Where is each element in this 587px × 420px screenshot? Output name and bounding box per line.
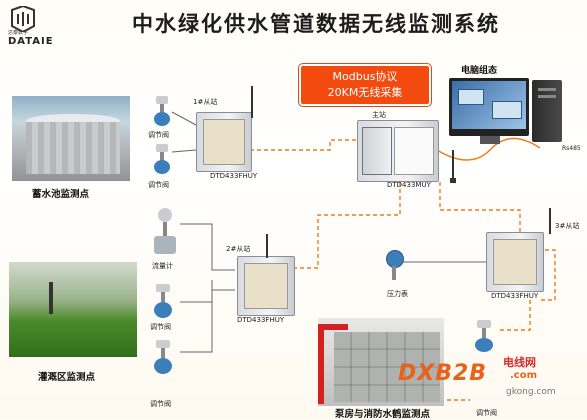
slave1-label: 1#从站 <box>193 98 218 106</box>
link-master-computer <box>436 137 541 161</box>
master-model: DTD433MUY <box>387 181 431 189</box>
irrigation-valve-2 <box>150 340 176 376</box>
logo-text: DATAIE <box>8 36 54 47</box>
master-door <box>362 127 392 175</box>
link-slave3-side <box>540 249 556 301</box>
pc-tower <box>532 80 562 142</box>
watermark-url: gkong.com <box>506 387 556 397</box>
monitor <box>449 78 529 136</box>
pool-valve-2-label: 调节阀 <box>148 181 169 189</box>
pump-tank-photo <box>318 318 444 406</box>
pressure-label: 压力表 <box>387 290 408 298</box>
slave3-antenna <box>549 208 551 234</box>
link-master-slave2 <box>294 182 401 269</box>
link-irrigation-devices <box>180 223 235 353</box>
pump-valve <box>472 320 496 354</box>
logo-tagline: 达泰数字 <box>8 30 29 36</box>
modbus-line2: 20KM无线采集 <box>327 86 403 99</box>
flowmeter-device <box>152 208 180 256</box>
pool-valve-1-label: 调节阀 <box>148 131 169 139</box>
irrigation-valve-2-label: 调节阀 <box>150 400 171 408</box>
slave3-cabinet <box>486 232 544 292</box>
slave1-cabinet <box>196 112 252 172</box>
slave2-model: DTD433FHUY <box>237 316 285 324</box>
irrigation-valve-1-label: 调节阀 <box>150 323 171 331</box>
slave2-panel <box>244 263 288 309</box>
master-antenna <box>450 150 456 183</box>
slave3-label: 3#从站 <box>555 222 580 230</box>
watermark-brand: DXB2B <box>398 361 488 386</box>
pump-valve-label: 调节阀 <box>476 409 497 417</box>
flowmeter-label: 流量计 <box>152 262 173 270</box>
slave1-panel <box>203 119 245 165</box>
irrigation-valve-1 <box>150 284 176 320</box>
pool-photo <box>12 96 130 181</box>
master-panel <box>394 127 434 175</box>
watermark-sub: 电线网 <box>503 356 536 369</box>
logo-icon <box>11 4 35 34</box>
watermark-com: .com <box>510 370 538 381</box>
pressure-gauge <box>382 250 406 282</box>
slave3-model: DTD433FHUY <box>491 292 539 300</box>
slave2-label: 2#从站 <box>226 245 251 253</box>
modbus-line1: Modbus协议 <box>332 70 398 83</box>
master-label: 主站 <box>372 111 386 119</box>
monitor-screen <box>452 81 526 129</box>
modbus-badge: Modbus协议 20KM无线采集 <box>299 64 431 106</box>
company-logo <box>8 4 56 50</box>
pool-valve-2 <box>150 144 174 176</box>
link-master-slave3 <box>439 182 521 232</box>
slave2-cabinet <box>237 256 295 316</box>
slave1-model: DTD433FHUY <box>210 172 258 180</box>
slave1-antenna <box>251 86 253 118</box>
irrigation-site-label: 灌溉区监测点 <box>38 372 96 383</box>
page-title: 中水绿化供水管道数据无线监测系统 <box>132 12 500 36</box>
slave2-antenna <box>266 234 268 258</box>
computer-label: 电脑组态 <box>461 66 498 76</box>
irrigation-photo <box>9 262 137 357</box>
monitor-stand <box>480 136 500 144</box>
pool-site-label: 蓄水池监测点 <box>32 189 90 200</box>
rs485-label: Rs485 <box>562 145 581 152</box>
master-cabinet <box>357 120 439 182</box>
pump-site-label: 泵房与消防水鹤监测点 <box>335 409 431 420</box>
link-slave3-pump <box>500 300 531 331</box>
link-pool-valves <box>171 111 197 153</box>
link-slave1-master <box>250 139 358 151</box>
slave3-panel <box>493 239 537 285</box>
pool-valve-1 <box>150 96 174 128</box>
